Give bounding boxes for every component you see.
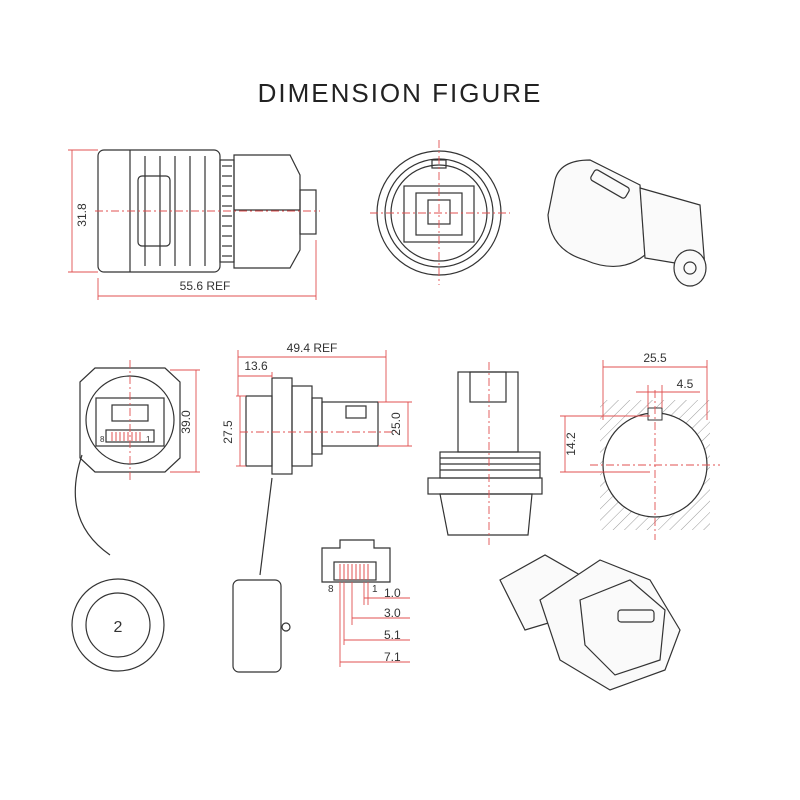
iso-view	[547, 159, 707, 287]
dim-rear-left-h: 27.5	[221, 420, 235, 444]
rear-dims	[236, 350, 412, 467]
rear-cap	[232, 579, 282, 673]
rj45-detail	[321, 539, 391, 583]
rj45-pins	[339, 564, 369, 580]
cap-number: 2	[114, 619, 123, 636]
dim-side-height: 31.8	[75, 203, 89, 227]
panel-pin-label-right: 1	[146, 435, 151, 444]
rear-flange	[271, 377, 293, 475]
panel-front-view	[71, 367, 181, 672]
dim-cutout-w: 25.5	[643, 351, 667, 365]
rj45-outline	[321, 539, 391, 583]
panel-pins	[111, 432, 141, 441]
dim-pin-1: 1.0	[384, 586, 401, 600]
dim-rear-right-h: 25.0	[389, 412, 403, 436]
rj45-pin-label-right: 1	[372, 584, 378, 595]
top-view	[427, 371, 543, 536]
dim-pin-2: 3.0	[384, 606, 401, 620]
front-centerlines	[370, 140, 510, 285]
iso-front	[579, 579, 666, 676]
panel-pin-label-left: 8	[100, 435, 105, 444]
rear-body	[245, 395, 273, 467]
lanyard	[74, 454, 111, 556]
dim-cutout-key: 4.5	[677, 377, 694, 391]
side-nut	[233, 154, 301, 269]
cap-inner	[85, 592, 151, 658]
dim-pin-3: 5.1	[384, 628, 401, 642]
panel-flange	[79, 367, 181, 473]
dim-cutout-h: 14.2	[564, 432, 578, 456]
dim-pin-4: 7.1	[384, 650, 401, 664]
panel-iso-view	[499, 554, 681, 691]
rear-module	[321, 401, 379, 447]
top-nut	[439, 493, 533, 536]
top-thread	[439, 451, 541, 479]
cutout-dims	[560, 360, 720, 540]
panel-dims	[129, 360, 200, 480]
top-module	[457, 371, 519, 453]
dim-front-h: 39.0	[179, 410, 193, 434]
dim-side-length: 55.6 REF	[180, 279, 231, 293]
side-tail	[299, 189, 317, 235]
side-view	[97, 149, 317, 273]
page-title: DIMENSION FIGURE	[257, 78, 543, 108]
top-flange	[427, 477, 543, 495]
rj45-pin-label-left: 8	[328, 584, 334, 595]
side-dims	[68, 149, 320, 300]
cap-outer	[71, 578, 165, 672]
dim-rear-length: 49.4 REF	[287, 341, 338, 355]
rj45-dims	[339, 582, 410, 667]
rear-side-view	[232, 377, 379, 673]
dim-rear-flange: 13.6	[244, 359, 268, 373]
